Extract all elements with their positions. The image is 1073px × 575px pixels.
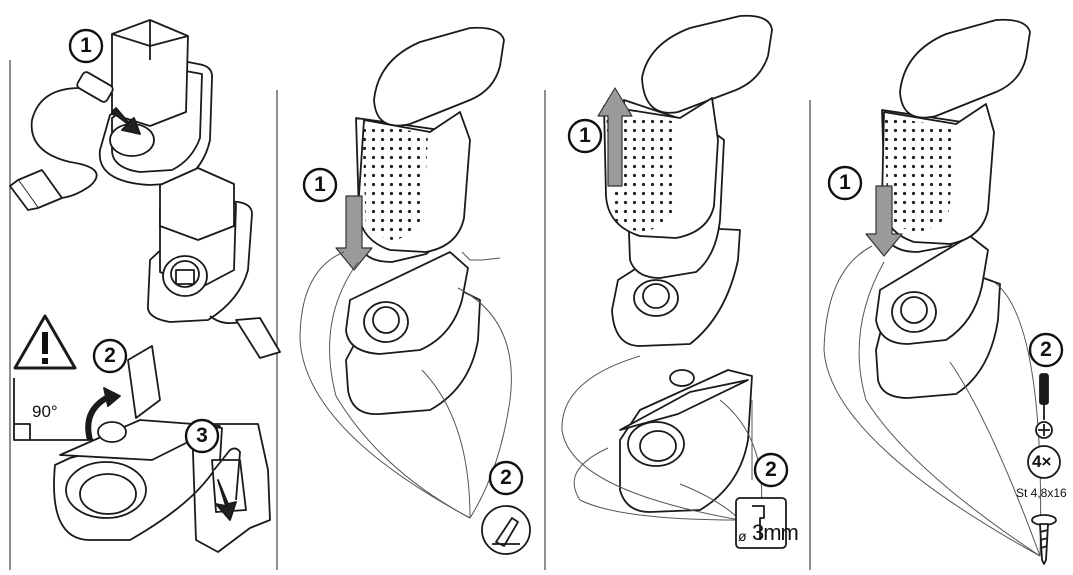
armrest-2 <box>355 26 505 263</box>
socket-unit-top <box>98 19 213 186</box>
panel-3 <box>561 14 787 549</box>
step-number: 1 <box>839 171 851 194</box>
screw-leaders-4 <box>823 245 1042 557</box>
quantity-badge <box>1027 445 1061 479</box>
console-base-3 <box>619 369 753 513</box>
screwdriver-icon <box>1035 373 1053 439</box>
step-circle <box>753 452 789 488</box>
console-cupholder <box>53 419 223 541</box>
screw-leaders-2 <box>299 251 512 519</box>
panel-1 <box>9 19 281 553</box>
screw-icon <box>1031 514 1057 565</box>
cable-plug <box>9 71 114 211</box>
step-circle <box>302 167 338 203</box>
angle-label: 90° <box>32 402 58 421</box>
angle-marker <box>13 378 110 441</box>
step3-detail <box>191 423 271 553</box>
step-circle <box>488 460 524 496</box>
screw-quantity: 4× <box>1032 452 1052 471</box>
cable-plug-right <box>209 315 281 359</box>
panel-4 <box>823 18 1061 565</box>
console-base-2 <box>345 251 481 415</box>
drill-symbol: ø <box>738 528 747 544</box>
push-arrow-4 <box>865 185 903 257</box>
armrest-3 <box>603 14 773 347</box>
drill-bit-icon <box>735 497 787 549</box>
step-circle <box>1028 332 1064 368</box>
step-number: 1 <box>314 173 326 196</box>
lift-arrow-3 <box>597 87 633 187</box>
cutter-icon <box>481 505 531 555</box>
console-base-4 <box>875 235 1001 399</box>
push-arrow-2 <box>335 195 373 271</box>
screw-leaders-3 <box>561 355 763 521</box>
step-number: 2 <box>104 344 116 367</box>
step-number: 1 <box>579 124 591 147</box>
step-circle <box>68 28 104 64</box>
step-circle <box>827 165 863 201</box>
step-number: 2 <box>500 466 512 489</box>
step-number: 1 <box>80 34 92 57</box>
step-circle <box>92 338 128 374</box>
insert-arrow <box>111 107 141 135</box>
panel-dividers <box>9 60 811 570</box>
step-number: 3 <box>196 424 208 447</box>
armrest-4 <box>881 18 1031 253</box>
step-circle <box>184 418 220 454</box>
step-number: 2 <box>765 458 777 481</box>
screw-spec-label: St 4,8x16 <box>1016 486 1067 500</box>
drill-size-label: 3mm <box>752 520 799 545</box>
step-circles <box>68 28 1064 496</box>
panel-2 <box>299 26 531 555</box>
warning-icon <box>13 314 77 370</box>
rotate-lid <box>85 345 161 443</box>
socket-unit-mid <box>147 167 253 323</box>
step-circle <box>567 118 603 154</box>
step-number: 2 <box>1040 338 1052 361</box>
